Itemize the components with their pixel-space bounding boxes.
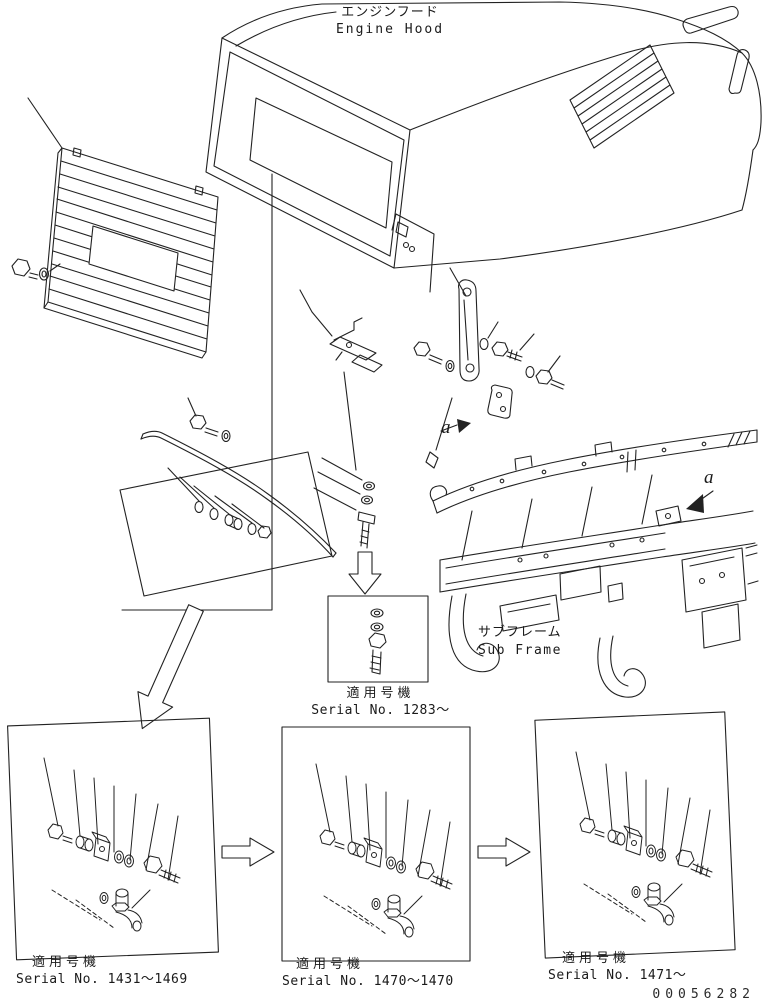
serial-left-jp: 適用号機 bbox=[32, 955, 101, 970]
view-arrow-a-lower bbox=[686, 490, 714, 513]
detail-box-middle bbox=[281, 726, 471, 962]
flow-arrow-to-left-box bbox=[137, 604, 204, 730]
view-label-a-upper: a bbox=[441, 417, 451, 438]
detail-boundary bbox=[119, 173, 333, 611]
serial-left-en: Serial No. 1431～1469 bbox=[16, 972, 188, 987]
drawing-number: 00056282 bbox=[652, 987, 755, 1002]
engine-hood-drawing bbox=[27, 1, 762, 293]
serial-center-jp: 適用号機 bbox=[346, 686, 415, 701]
hood-title-jp: エンジンフード bbox=[341, 5, 439, 20]
serial-right-jp: 適用号機 bbox=[562, 951, 631, 966]
serial-middle-en: Serial No. 1470～1470 bbox=[282, 974, 454, 989]
flow-arrow-middle-to-right bbox=[477, 837, 531, 867]
view-label-a-lower: a bbox=[704, 467, 714, 488]
sub-frame-label-en: Sub Frame bbox=[478, 643, 562, 658]
detail-box-center bbox=[327, 595, 429, 683]
sub-frame-label-jp: サブフレーム bbox=[478, 625, 562, 640]
detail-box-left bbox=[7, 717, 219, 961]
detail-box-right bbox=[534, 711, 736, 959]
serial-center-en: Serial No. 1283～ bbox=[311, 703, 450, 718]
front-grille-drawing bbox=[11, 147, 219, 359]
view-arrow-a-upper bbox=[440, 419, 471, 433]
support-rod-drawing bbox=[140, 397, 337, 558]
serial-middle-jp: 適用号機 bbox=[296, 957, 365, 972]
center-bolt-cluster bbox=[313, 371, 376, 549]
serial-right-en: Serial No. 1471～ bbox=[548, 968, 687, 983]
hood-title-en: Engine Hood bbox=[335, 22, 445, 37]
flow-arrow-center bbox=[348, 551, 382, 595]
sub-frame-drawing bbox=[429, 429, 759, 698]
flow-arrow-left-to-middle bbox=[221, 837, 275, 867]
mounting-parts-drawing bbox=[299, 267, 565, 469]
